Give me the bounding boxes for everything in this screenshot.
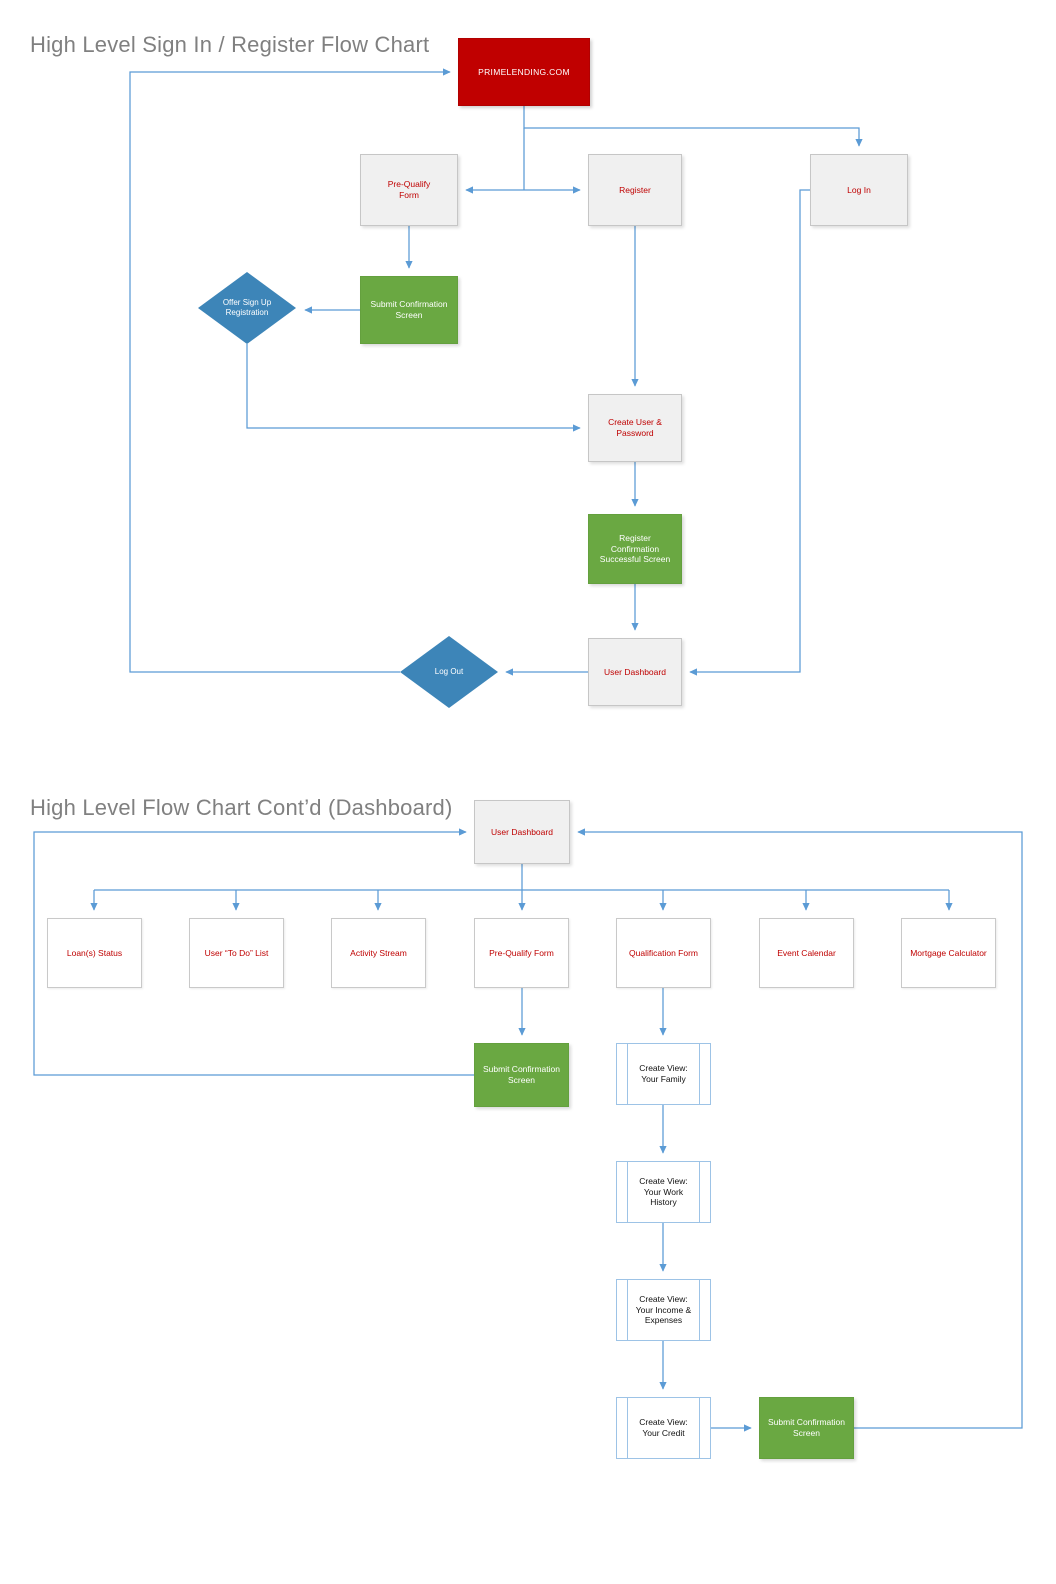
node-loans-status-label: Loan(s) Status [66, 947, 123, 958]
node-login[interactable]: Log In [810, 154, 908, 226]
edge-submitconf3-to-dashboard2 [577, 828, 1023, 1429]
predefined-process-left-bar [627, 1397, 628, 1459]
node-user-dashboard-2-label: User Dashboard [491, 826, 553, 837]
edge-offersignup-to-createuser [246, 344, 581, 432]
node-qualification-form[interactable]: Qualification Form [616, 918, 711, 988]
edge-login-to-dashboard [689, 189, 810, 676]
node-event-calendar[interactable]: Event Calendar [759, 918, 854, 988]
node-activity-stream-label: Activity Stream [350, 947, 407, 958]
node-mortgage-calculator[interactable]: Mortgage Calculator [901, 918, 996, 988]
node-user-dashboard-2[interactable]: User Dashboard [474, 800, 570, 864]
section-title-dashboard: High Level Flow Chart Cont’d (Dashboard) [30, 795, 453, 820]
node-activity-stream[interactable]: Activity Stream [331, 918, 426, 988]
node-qualification-form-label: Qualification Form [629, 947, 698, 958]
node-register-label: Register [619, 184, 651, 195]
node-todo-list[interactable]: User “To Do” List [189, 918, 284, 988]
node-create-view-your-credit[interactable]: Create View:Your Credit [616, 1397, 711, 1459]
predefined-process-right-bar [699, 1279, 700, 1341]
predefined-process-right-bar [699, 1161, 700, 1223]
node-prequalify-form-2[interactable]: Pre-Qualify Form [474, 918, 569, 988]
node-create-view-your-income-expenses[interactable]: Create View:Your Income &Expenses [616, 1279, 711, 1341]
node-primelending[interactable]: PRIMELENDING.COM [458, 38, 590, 106]
node-create-user-password-label: Create User &Password [608, 417, 662, 438]
node-create-view-your-family[interactable]: Create View:Your Family [616, 1043, 711, 1105]
node-mortgage-calculator-label: Mortgage Calculator [910, 947, 987, 958]
predefined-process-right-bar [699, 1043, 700, 1105]
predefined-process-left-bar [627, 1043, 628, 1105]
node-primelending-label: PRIMELENDING.COM [478, 66, 570, 77]
node-register[interactable]: Register [588, 154, 682, 226]
section-title-signin-register: High Level Sign In / Register Flow Chart [30, 32, 430, 57]
predefined-process-left-bar [627, 1161, 628, 1223]
node-todo-list-label: User “To Do” List [204, 947, 269, 958]
node-event-calendar-label: Event Calendar [777, 947, 836, 958]
node-create-user-password[interactable]: Create User &Password [588, 394, 682, 462]
node-create-view-your-credit-label: Create View:Your Credit [639, 1417, 688, 1438]
edge-logout-to-primelending [129, 68, 451, 673]
node-user-dashboard-1-label: User Dashboard [604, 666, 666, 677]
edge-primelending-to-login [523, 106, 863, 147]
predefined-process-left-bar [627, 1279, 628, 1341]
node-logout[interactable]: Log Out [400, 636, 498, 708]
predefined-process-right-bar [699, 1397, 700, 1459]
node-login-label: Log In [847, 184, 871, 195]
edge-submitconf2-to-dashboard2 [33, 828, 474, 1076]
node-loans-status[interactable]: Loan(s) Status [47, 918, 142, 988]
node-logout-label: Log Out [434, 667, 464, 676]
node-user-dashboard-1[interactable]: User Dashboard [588, 638, 682, 706]
node-create-view-your-family-label: Create View:Your Family [639, 1063, 688, 1084]
node-create-view-your-income-expenses-label: Create View:Your Income &Expenses [635, 1294, 692, 1326]
node-prequalify-form-2-label: Pre-Qualify Form [489, 947, 554, 958]
